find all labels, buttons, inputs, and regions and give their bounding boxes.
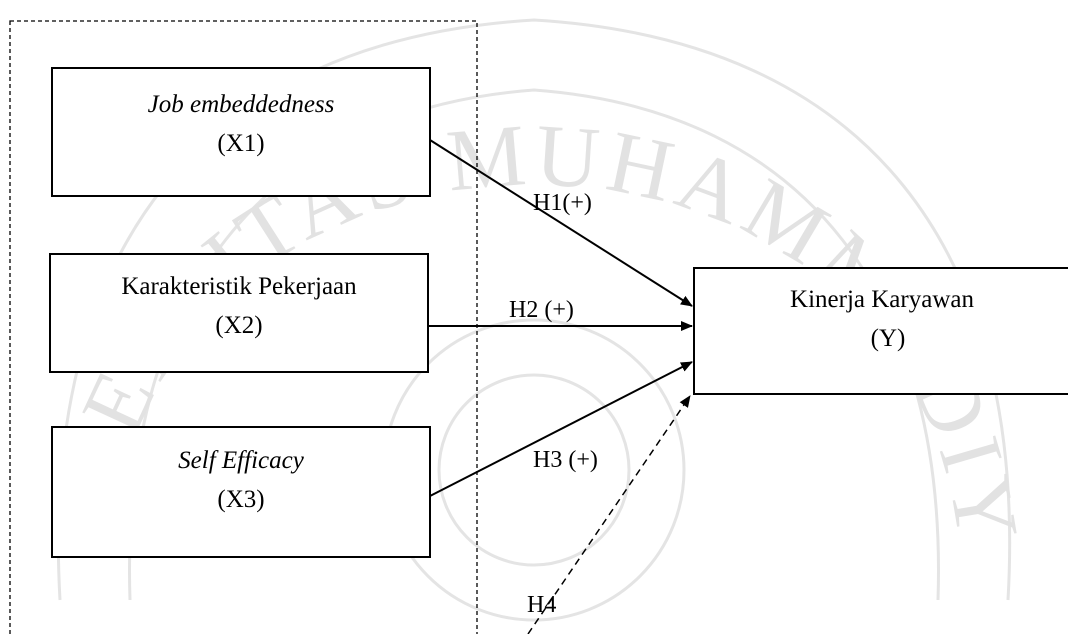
- box-x1: Job embeddedness (X1): [51, 67, 431, 197]
- label-h1: H1(+): [533, 190, 592, 216]
- box-x2-code: (X2): [215, 312, 262, 339]
- box-y-title: Kinerja Karyawan: [790, 286, 974, 313]
- box-x3: Self Efficacy (X3): [51, 426, 431, 558]
- independent-variables-dashed-frame: [9, 20, 478, 634]
- box-x3-title: Self Efficacy: [178, 447, 305, 474]
- box-x3-code: (X3): [217, 486, 264, 513]
- label-h3: H3 (+): [533, 447, 598, 473]
- box-x1-title: Job embeddedness: [148, 91, 335, 118]
- box-x2: Karakteristik Pekerjaan (X2): [49, 253, 429, 373]
- box-y: Kinerja Karyawan (Y): [693, 267, 1068, 395]
- label-h2: H2 (+): [509, 297, 574, 323]
- box-y-code: (Y): [871, 325, 906, 352]
- arrow-h1: [429, 139, 693, 307]
- box-x1-code: (X1): [217, 130, 264, 157]
- box-x2-title: Karakteristik Pekerjaan: [121, 273, 357, 300]
- label-h4: H4: [527, 592, 556, 618]
- arrow-h3: [429, 361, 693, 497]
